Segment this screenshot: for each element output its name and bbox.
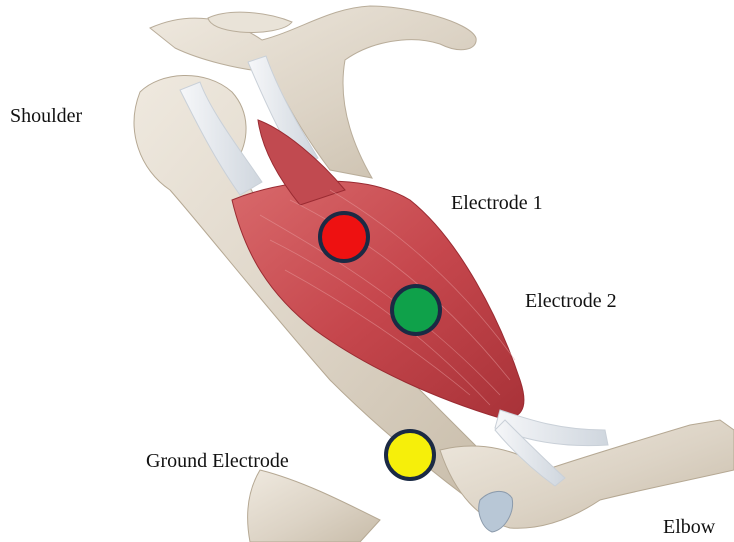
electrode-1-label: Electrode 1 [451, 193, 543, 213]
electrode-2-label: Electrode 2 [525, 291, 617, 311]
forearm-bones [248, 420, 734, 542]
ground-electrode-marker [386, 431, 434, 479]
shoulder-label: Shoulder [10, 106, 82, 126]
ground-electrode-label: Ground Electrode [146, 451, 289, 471]
electrode-1-marker [320, 213, 368, 261]
electrode-2-marker [392, 286, 440, 334]
elbow-label: Elbow [663, 517, 715, 537]
